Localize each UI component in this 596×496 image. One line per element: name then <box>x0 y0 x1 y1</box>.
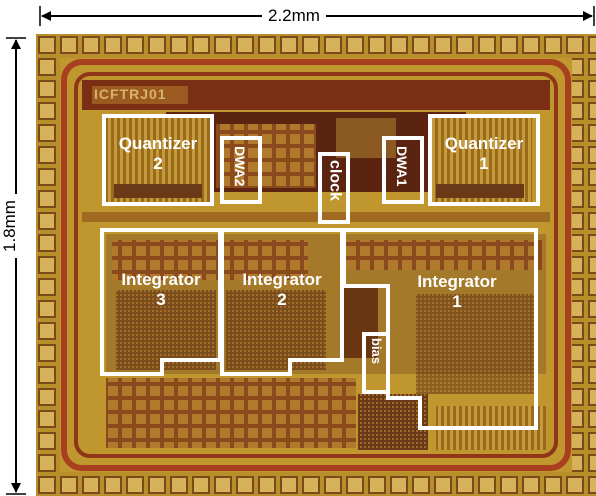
clock-outline <box>318 152 350 224</box>
integrator1-label: Integrator 1 <box>402 272 512 311</box>
die-layout-art <box>36 34 596 496</box>
integrator-outlines <box>100 228 538 430</box>
quantizer2-outline <box>102 114 214 206</box>
quantizer1-name: Quantizer <box>444 134 524 153</box>
integrator3-name: Integrator <box>121 270 201 289</box>
integrator2-index: 2 <box>277 289 287 309</box>
quantizer1-label: Quantizer 1 <box>428 134 540 173</box>
die-photo: ICFTRJ01 Quantizer 2 DWA2 clock DWA1 Qua… <box>36 34 596 496</box>
width-label: 2.2mm <box>262 6 326 26</box>
integrator1-index: 1 <box>452 291 462 311</box>
dwa1-label: DWA1 <box>394 146 411 187</box>
clock-label: clock <box>326 160 344 201</box>
integrator2-label: Integrator 2 <box>222 270 342 309</box>
integrator1-outline <box>342 228 538 430</box>
integrator3-index: 3 <box>156 289 166 309</box>
bias-label: bias <box>368 338 384 365</box>
integrator3-label: Integrator 3 <box>102 270 220 309</box>
height-label: 1.8mm <box>0 194 20 258</box>
quantizer2-index: 2 <box>153 153 163 173</box>
integrator2-name: Integrator <box>242 270 322 289</box>
quantizer1-index: 1 <box>479 153 489 173</box>
dwa2-label: DWA2 <box>232 146 249 187</box>
quantizer1-outline <box>428 114 540 206</box>
chip-id: ICFTRJ01 <box>94 86 167 102</box>
bias-outline <box>362 332 390 394</box>
integrator1-name: Integrator <box>417 272 497 291</box>
dwa2-outline <box>220 136 262 204</box>
quantizer2-label: Quantizer 2 <box>102 134 214 173</box>
quantizer2-name: Quantizer <box>118 134 198 153</box>
dwa1-outline <box>382 136 424 204</box>
